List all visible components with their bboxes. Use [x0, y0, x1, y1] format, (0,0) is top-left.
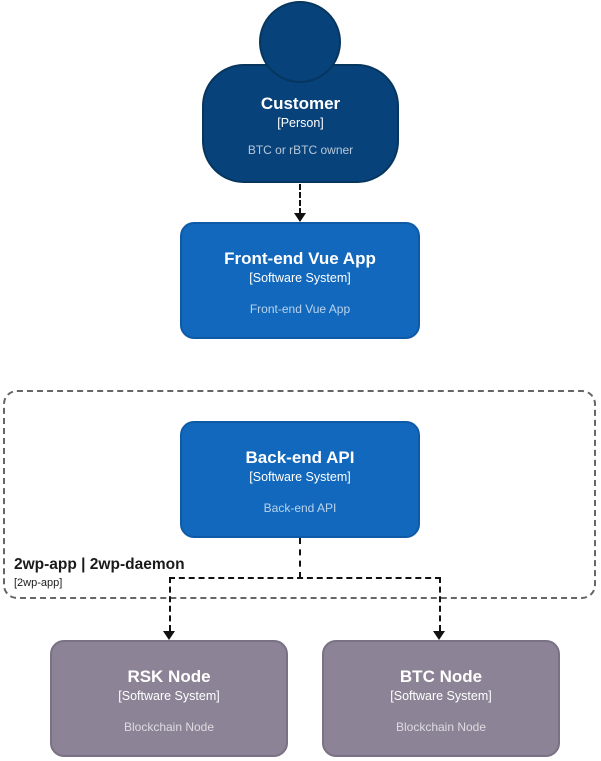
boundary-2wp-app: 2wp-app | 2wp-daemon [2wp-app] — [3, 390, 596, 599]
node-backend-description: Back-end API — [263, 501, 337, 515]
node-btc-description: Blockchain Node — [395, 720, 487, 734]
person-head-icon — [259, 1, 341, 83]
node-frontend-type: [Software System] — [249, 271, 351, 285]
connector-branch-horizontal — [169, 577, 441, 579]
node-rsk-description: Blockchain Node — [123, 720, 215, 734]
node-customer-name: Customer — [260, 94, 341, 113]
boundary-label: 2wp-app | 2wp-daemon [2wp-app] — [14, 555, 185, 590]
node-backend-name: Back-end API — [245, 448, 355, 467]
node-frontend-vue-app: Front-end Vue App [Software System] Fron… — [180, 222, 420, 339]
node-frontend-name: Front-end Vue App — [224, 249, 376, 268]
node-btc-type: [Software System] — [390, 689, 492, 703]
node-frontend-description: Front-end Vue App — [249, 302, 351, 316]
arrow-customer-to-frontend — [299, 184, 301, 214]
boundary-title: 2wp-app | 2wp-daemon — [14, 556, 185, 573]
node-btc-name: BTC Node — [399, 667, 483, 686]
node-customer-type: [Person] — [277, 116, 324, 130]
connector-backend-stem — [299, 538, 301, 578]
node-customer: Customer [Person] BTC or rBTC owner — [202, 64, 399, 183]
node-backend-type: [Software System] — [249, 470, 351, 484]
arrow-backend-to-rsk — [169, 577, 171, 631]
boundary-subtitle: [2wp-app] — [14, 577, 63, 589]
arrow-head-icon — [433, 631, 445, 640]
node-backend-api: Back-end API [Software System] Back-end … — [180, 421, 420, 538]
arrow-backend-to-btc — [439, 577, 441, 631]
node-customer-description: BTC or rBTC owner — [247, 143, 354, 157]
node-rsk-node: RSK Node [Software System] Blockchain No… — [50, 640, 288, 757]
node-rsk-type: [Software System] — [118, 689, 220, 703]
node-rsk-name: RSK Node — [127, 667, 211, 686]
arrow-head-icon — [163, 631, 175, 640]
arrow-head-icon — [294, 213, 306, 222]
node-btc-node: BTC Node [Software System] Blockchain No… — [322, 640, 560, 757]
